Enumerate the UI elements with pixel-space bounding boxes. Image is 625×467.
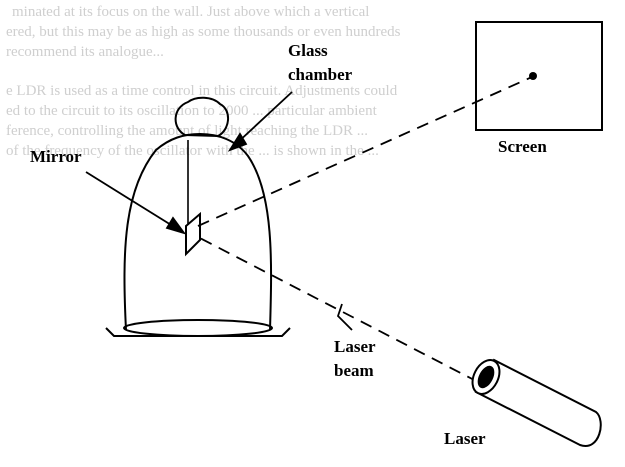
laser-beam-label-line1: Laser xyxy=(334,337,376,356)
bleed-through-text: minated at its focus on the wall. Just a… xyxy=(6,4,401,159)
bleed-line-5: ed to the circuit to its oscillation to … xyxy=(6,103,378,119)
bleed-line-2: ered, but this may be as high as some th… xyxy=(6,24,401,40)
beam-direction-arrow xyxy=(336,303,353,331)
glass-chamber-label-line2: chamber xyxy=(288,65,353,84)
glass-chamber-label-line1: Glass xyxy=(288,41,328,60)
bell-jar-knob xyxy=(174,96,229,138)
laser-device xyxy=(471,358,602,447)
laser-label: Laser xyxy=(444,429,486,448)
bell-jar-base xyxy=(105,327,291,337)
glass-chamber-arrowhead xyxy=(227,132,248,152)
mirror-label: Mirror xyxy=(30,147,82,166)
incident-laser-beam xyxy=(195,235,479,383)
bleed-line-7: of the frequency of the oscillator with … xyxy=(6,143,379,159)
laser-aperture-inner xyxy=(477,365,495,389)
bleed-line-6: ference, controlling the amount of light… xyxy=(6,123,368,139)
glass-chamber-leader xyxy=(235,91,293,145)
leader-arrows xyxy=(85,91,293,235)
bell-jar-rim xyxy=(123,319,273,337)
bell-jar-dome xyxy=(123,132,273,331)
screen-label: Screen xyxy=(498,137,547,156)
laser-spot xyxy=(529,72,537,80)
bleed-line-3: recommend its analogue... xyxy=(6,44,164,60)
laser-beam-label-line2: beam xyxy=(334,361,374,380)
glass-chamber xyxy=(105,96,291,337)
laser-body xyxy=(474,358,602,447)
labels: Glass chamber Mirror Screen Laser beam L… xyxy=(30,41,547,448)
mirror xyxy=(185,211,201,257)
mirror-leader xyxy=(85,171,177,229)
bleed-line-4: e LDR is used as a time control in this … xyxy=(6,83,398,99)
bleed-line-1: minated at its focus on the wall. Just a… xyxy=(12,4,369,20)
mirror-arrowhead xyxy=(165,216,187,235)
screen xyxy=(475,21,603,131)
